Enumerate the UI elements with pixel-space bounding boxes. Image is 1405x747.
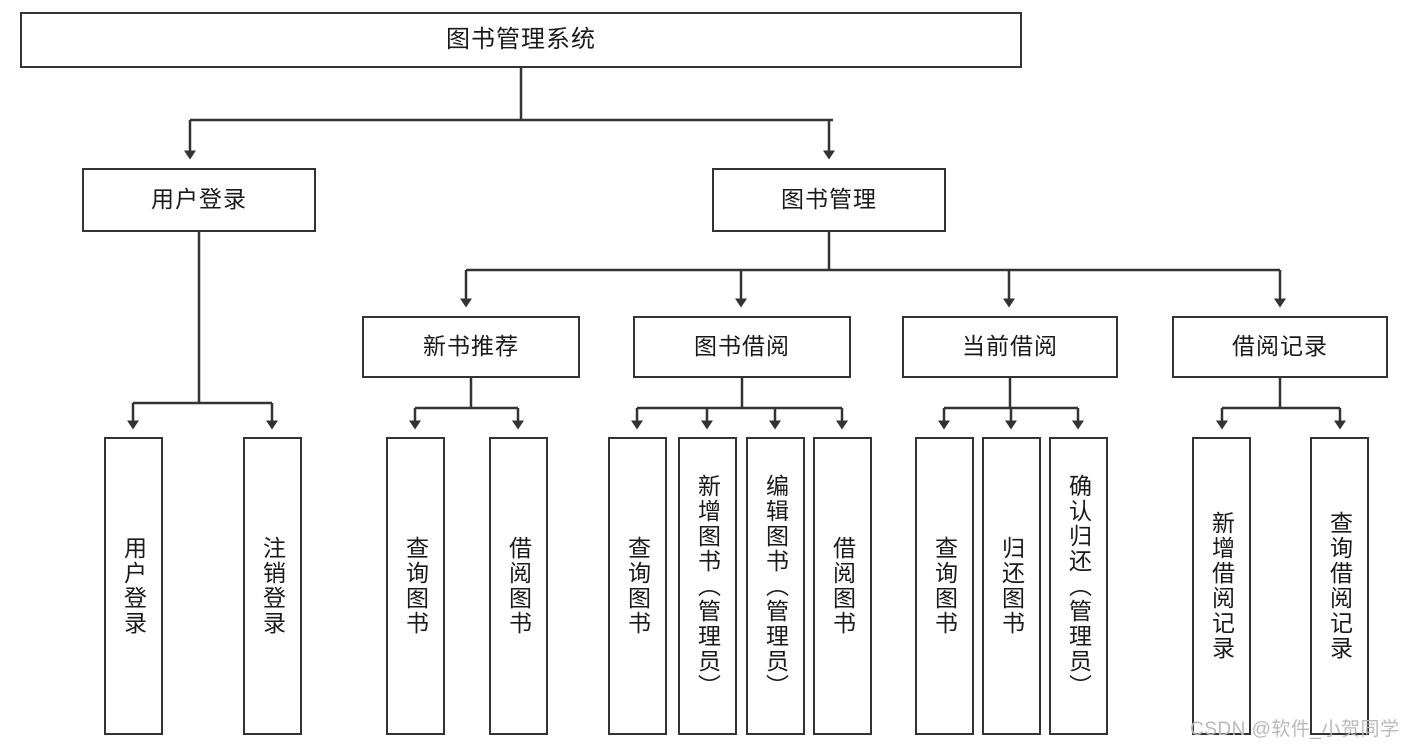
node-book-management[interactable]: 图书管理 [712, 168, 946, 232]
node-borrow-record[interactable]: 借阅记录 [1172, 316, 1388, 378]
leaf-query-book-recommend[interactable]: 查询图书 [386, 437, 445, 735]
leaf-query-book-current[interactable]: 查询图书 [915, 437, 974, 735]
leaf-borrow-book[interactable]: 借阅图书 [813, 437, 872, 735]
leaf-query-book-borrow[interactable]: 查询图书 [608, 437, 667, 735]
leaf-add-book-admin[interactable]: 新增图书（管理员） [678, 437, 737, 735]
leaf-edit-book-admin[interactable]: 编辑图书（管理员） [746, 437, 805, 735]
leaf-user-login[interactable]: 用户登录 [104, 437, 163, 735]
leaf-borrow-book-recommend[interactable]: 借阅图书 [489, 437, 548, 735]
leaf-query-borrow-record[interactable]: 查询借阅记录 [1310, 437, 1369, 735]
node-root[interactable]: 图书管理系统 [20, 12, 1022, 68]
node-current-borrow[interactable]: 当前借阅 [902, 316, 1118, 378]
leaf-add-borrow-record[interactable]: 新增借阅记录 [1192, 437, 1251, 735]
csdn-watermark: CSDN @软件_小贺同学 [1190, 719, 1400, 740]
leaf-confirm-return-admin[interactable]: 确认归还（管理员） [1049, 437, 1108, 735]
node-book-borrow[interactable]: 图书借阅 [633, 316, 851, 378]
node-user-login[interactable]: 用户登录 [82, 168, 316, 232]
leaf-user-logout[interactable]: 注销登录 [243, 437, 302, 735]
leaf-return-book[interactable]: 归还图书 [982, 437, 1041, 735]
node-new-book-recommend[interactable]: 新书推荐 [362, 316, 580, 378]
